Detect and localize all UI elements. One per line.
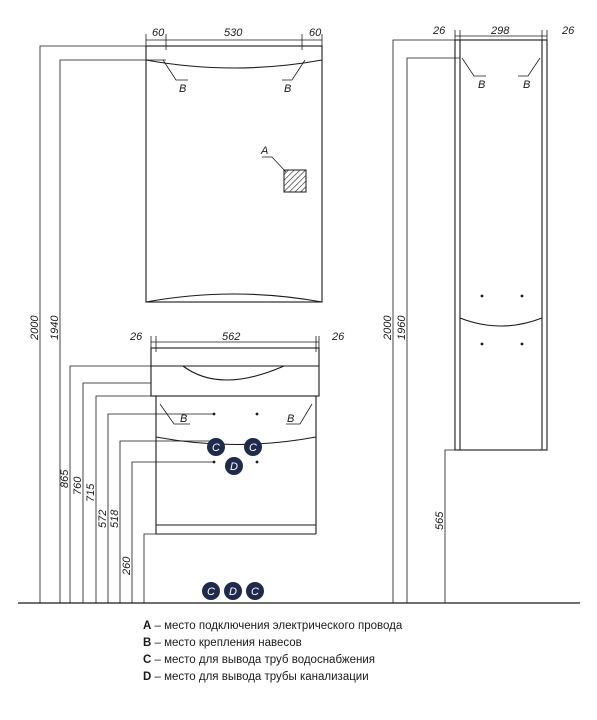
dim-column-right: 26 (561, 25, 575, 37)
technical-drawing: 60 530 60 B B A 2000 1940 (18, 25, 580, 604)
vanity-hinge-label-right: B (287, 413, 294, 425)
vanity-countertop-edges (150, 348, 320, 396)
drain-marker: D (225, 457, 243, 475)
vanity-top-dimensions (150, 336, 320, 352)
dim-column-width: 298 (490, 25, 510, 37)
legend-item-b: B – место крепления навесов (143, 635, 583, 652)
dim-vanity-h1: 865 (59, 469, 71, 488)
legend-text: – место для вывода труб водоснабжения (151, 654, 376, 666)
dim-mirror-width: 530 (224, 27, 243, 39)
floor-water-supply-marker-left: C (202, 582, 220, 600)
legend-key: D (143, 671, 152, 683)
legend-key: A (143, 620, 152, 632)
legend-text: – место для вывода трубы канализации (151, 671, 369, 683)
column-height-dimensions (392, 39, 460, 603)
vanity-hinge-label-left: B (180, 413, 187, 425)
svg-text:C: C (251, 586, 259, 598)
vanity-height-dimensions (69, 365, 214, 603)
floor-water-supply-marker-right: C (246, 582, 264, 600)
column-hinge-label-right: B (523, 79, 530, 91)
dim-vanity-left: 26 (129, 331, 143, 343)
mirror-hinge-label-left: B (179, 83, 186, 95)
column-hinge-label-left: B (478, 79, 485, 91)
legend-text: – место крепления навесов (151, 637, 302, 649)
legend-text: – место подключения электрического прово… (151, 620, 403, 632)
floor-drain-marker: D (224, 582, 242, 600)
dim-vanity-right: 26 (331, 331, 345, 343)
legend-key: C (143, 654, 152, 666)
electrical-outlet-marker (283, 169, 307, 193)
column-top-dimensions (454, 30, 548, 46)
dim-column-height-total: 2000 (382, 315, 394, 341)
dim-vanity-h6: 260 (121, 556, 133, 576)
dim-vanity-h4: 572 (97, 510, 109, 528)
legend-item-c: C – место для вывода труб водоснабжения (143, 652, 583, 669)
legend-item-d: D – место для вывода трубы канализации (143, 669, 583, 686)
dim-mirror-height-total: 2000 (29, 315, 41, 341)
dim-vanity-h5: 518 (109, 509, 121, 528)
dim-column-left: 26 (432, 25, 446, 37)
svg-text:C: C (207, 586, 215, 598)
mirror-top-dimensions (145, 34, 323, 50)
column-hinge-leaders (461, 57, 541, 77)
vanity-hinge-leaders (159, 403, 313, 425)
electrical-outlet-leader (262, 156, 287, 173)
vanity (150, 347, 320, 535)
column-shelf-dots (480, 294, 524, 346)
water-supply-marker-left: C (207, 438, 225, 456)
dim-vanity-h2: 760 (72, 476, 84, 495)
legend: A – место подключения электрического про… (143, 618, 583, 686)
water-supply-marker-right: C (244, 438, 262, 456)
mirror-hinge-leaders (162, 59, 306, 81)
legend-key: B (143, 637, 152, 649)
dim-vanity-h3: 715 (85, 483, 97, 502)
tall-column (454, 39, 548, 451)
dim-mirror-right: 60 (309, 27, 322, 39)
dim-vanity-width: 562 (222, 331, 240, 343)
svg-text:D: D (230, 461, 238, 473)
svg-text:C: C (212, 442, 220, 454)
legend-item-a: A – место подключения электрического про… (143, 618, 583, 635)
dim-mirror-hinge-height: 1940 (49, 315, 61, 340)
mirror (145, 45, 323, 303)
mirror-hinge-label-right: B (284, 83, 291, 95)
dim-mirror-left: 60 (152, 27, 165, 39)
dim-column-bottom: 565 (434, 511, 446, 530)
svg-text:C: C (249, 442, 257, 454)
dim-column-hinge-height: 1960 (396, 315, 408, 340)
mirror-height-dimensions (39, 45, 166, 603)
svg-text:D: D (229, 586, 237, 598)
electrical-outlet-label: A (260, 145, 268, 157)
